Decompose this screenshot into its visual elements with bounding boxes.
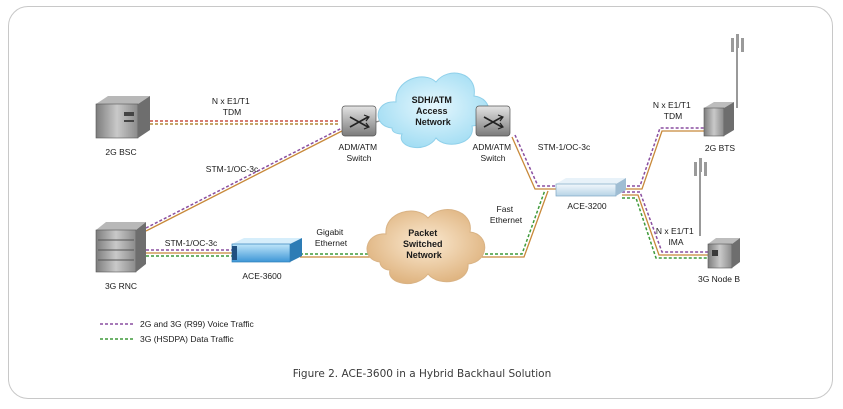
adm-atm-switch-right-icon <box>475 105 511 137</box>
adm-right-label: ADM/ATM Switch <box>473 142 514 163</box>
nodeb-label: 3G Node B <box>698 274 740 284</box>
ace3200-label: ACE-3200 <box>567 201 606 211</box>
link-ace3200-nodeb <box>622 191 710 259</box>
bts-tower-icon <box>703 34 744 137</box>
legend: 2G and 3G (R99) Voice Traffic 3G (HSDPA)… <box>100 319 254 344</box>
link-packet-ace3200 <box>470 189 549 258</box>
legend-data-label: 3G (HSDPA) Data Traffic <box>140 334 234 344</box>
link-ace3600-packet <box>300 253 378 258</box>
bsc-adm-link-label: N x E1/T1 TDM <box>212 96 252 117</box>
adm-atm-switch-left-icon <box>341 105 377 137</box>
adm-left-label: ADM/ATM Switch <box>339 142 380 163</box>
ace3200-nodeb-link-label: N x E1/T1 IMA <box>656 226 696 247</box>
figure-caption: Figure 2. ACE-3600 in a Hybrid Backhaul … <box>293 368 552 380</box>
rnc-ace-link-label: STM-1/OC-3c <box>165 238 218 248</box>
link-adm-ace3200 <box>511 134 560 190</box>
rnc-server-icon <box>95 222 146 273</box>
link-rnc-ace3600 <box>146 249 232 257</box>
ace3200-bts-link-label: N x E1/T1 TDM <box>653 100 693 121</box>
packet-cloud-text: Packet Switched Network <box>403 228 445 260</box>
rnc-adm-link-label: STM-1/OC-3c <box>206 164 259 174</box>
packet-ace3200-link-label: Fast Ethernet <box>490 204 523 225</box>
nodeb-tower-icon <box>694 158 740 269</box>
packet-switched-cloud <box>366 209 486 285</box>
ace-3200-device-icon <box>555 178 626 197</box>
link-ace3200-bts <box>622 127 705 190</box>
link-rnc-adm <box>145 127 343 232</box>
sdh-cloud-text: SDH/ATM Access Network <box>412 95 455 127</box>
bsc-server-icon <box>95 96 150 139</box>
figure-frame <box>8 6 833 399</box>
rnc-label: 3G RNC <box>105 281 137 291</box>
ace-3600-device-icon <box>231 238 302 263</box>
bts-label: 2G BTS <box>705 143 736 153</box>
bsc-label: 2G BSC <box>105 147 136 157</box>
adm-ace3200-link-label: STM-1/OC-3c <box>538 142 591 152</box>
ace3600-label: ACE-3600 <box>242 271 281 281</box>
legend-voice-label: 2G and 3G (R99) Voice Traffic <box>140 319 254 329</box>
link-bsc-adm <box>150 120 340 125</box>
ace-packet-link-label: Gigabit Ethernet <box>315 227 348 248</box>
